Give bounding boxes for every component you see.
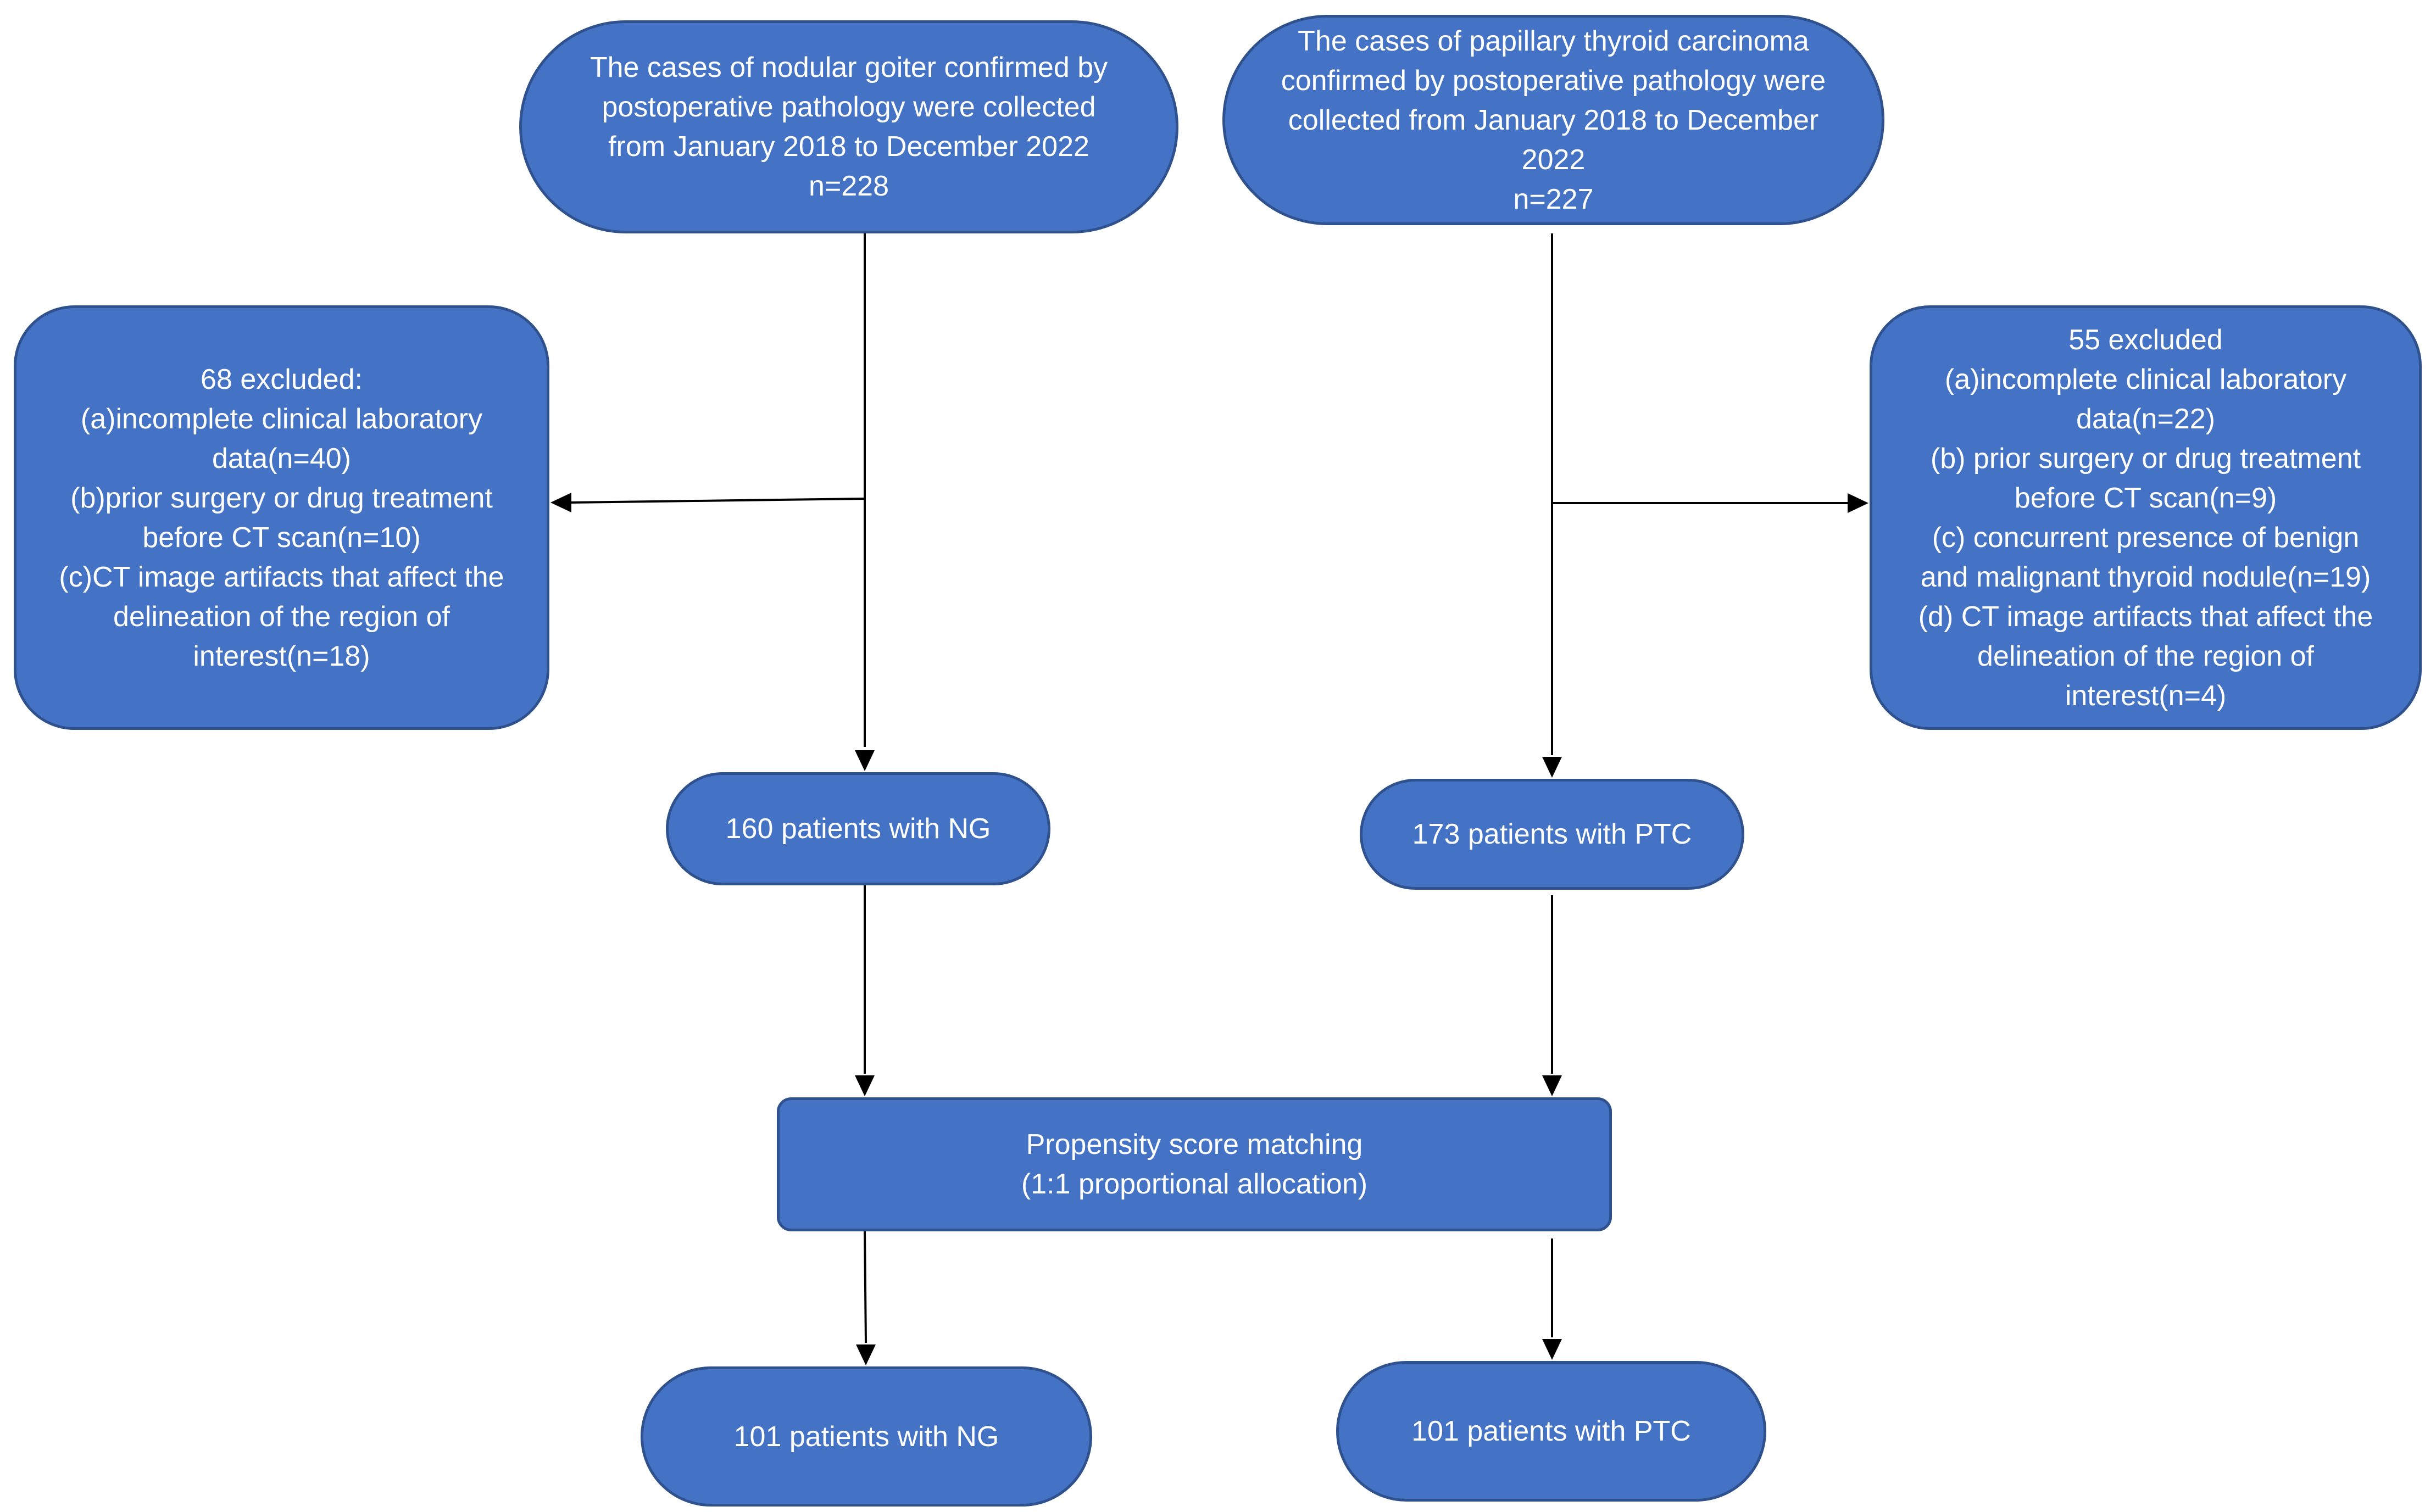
arrowhead-ptc-psm [1542,1075,1562,1096]
arrowhead-ng-excluded [550,493,571,512]
ptc-173-patients-box: 173 patients with PTC [1360,779,1744,890]
box-text-line: 101 patients with PTC [1411,1415,1691,1447]
arrowhead-ptc-101 [1542,1339,1562,1360]
box-text-line: confirmed by postoperative pathology wer… [1281,64,1826,97]
arrow-psm-to-ng-101 [864,1231,867,1343]
arrowhead-ptc-excluded [1848,493,1868,513]
box-text-line: and malignant thyroid nodule(n=19) [1920,561,2371,593]
box-text-line: The cases of nodular goiter confirmed by [589,52,1108,83]
box-text-line: n=228 [808,170,889,202]
box-text-line: 173 patients with PTC [1412,818,1692,850]
box-text-line: (b) prior surgery or drug treatment [1930,442,2361,475]
arrowhead-ptc-173 [1542,757,1562,778]
ptc-101-patients-box: 101 patients with PTC [1336,1361,1766,1502]
box-text-line: before CT scan(n=10) [142,521,421,554]
box-text-line: postoperative pathology were collected [602,91,1096,123]
box-text-line: 55 excluded [2068,323,2223,356]
arrowhead-ng-psm [855,1075,875,1096]
box-text-line: (d) CT image artifacts that affect the [1918,600,2373,633]
propensity-score-matching-box: Propensity score matching (1:1 proportio… [777,1097,1612,1231]
box-text-line: data(n=22) [2076,403,2215,435]
box-text-line: interest(n=4) [2065,679,2227,712]
box-text-line: (b)prior surgery or drug treatment [70,482,493,514]
box-text-line: (a)incomplete clinical laboratory [80,403,483,435]
box-text-line: 160 patients with NG [725,813,991,845]
box-text-line: data(n=40) [212,442,351,475]
box-text-line: before CT scan(n=9) [2014,482,2277,514]
box-text-line: n=227 [1513,183,1594,215]
papillary-carcinoma-source-box: The cases of papillary thyroid carcinoma… [1222,15,1884,225]
box-text-line: (c) concurrent presence of benign [1932,521,2360,554]
nodular-goiter-excluded-box: 68 excluded: (a)incomplete clinical labo… [14,305,549,730]
ng-101-patients-box: 101 patients with NG [641,1366,1092,1507]
ng-160-patients-box: 160 patients with NG [666,772,1050,885]
box-text-line: 101 patients with NG [733,1420,999,1453]
nodular-goiter-source-box: The cases of nodular goiter confirmed by… [519,20,1178,233]
box-text-line: The cases of papillary thyroid carcinoma [1298,25,1809,57]
box-text-line: interest(n=18) [193,640,370,672]
papillary-carcinoma-excluded-box: 55 excluded (a)incomplete clinical labor… [1870,305,2422,730]
box-text-line: from January 2018 to December 2022 [608,131,1089,163]
box-text-line: 68 excluded: [201,363,363,395]
box-text-line: Propensity score matching [1026,1129,1363,1160]
box-text-line: delineation of the region of [1977,640,2314,672]
box-text-line: (c)CT image artifacts that affect the [59,561,504,593]
box-text-line: 2022 [1521,143,1586,176]
arrow-ng-branch-to-excluded [568,498,865,504]
box-text-line: collected from January 2018 to December [1288,104,1819,136]
box-text-line: (a)incomplete clinical laboratory [1944,363,2347,395]
box-text-line: (1:1 proportional allocation) [1021,1168,1368,1200]
box-text-line: delineation of the region of [113,600,450,633]
arrowhead-ng-101 [856,1344,876,1365]
arrowhead-ng-160 [855,750,875,771]
